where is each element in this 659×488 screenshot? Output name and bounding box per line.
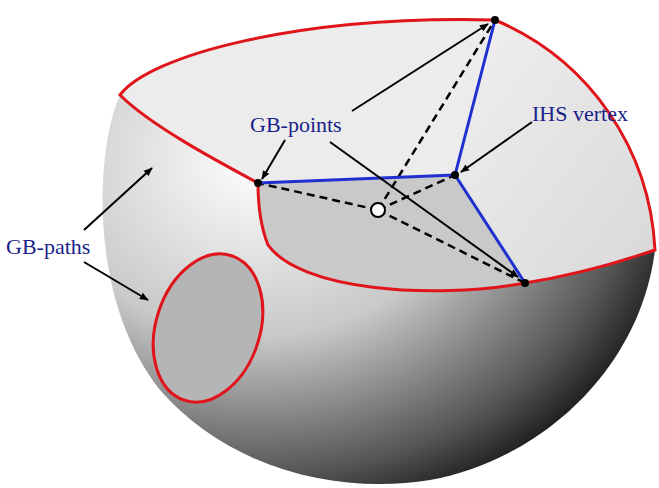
sphere-body	[103, 20, 655, 485]
grain-hole	[135, 240, 281, 417]
dashed-radii	[258, 20, 525, 283]
junction-dots	[254, 16, 529, 287]
center-point	[371, 203, 385, 217]
blue-junction-lines	[258, 20, 525, 283]
callout-label: GB-points	[250, 114, 342, 136]
gb-path-lines	[120, 20, 655, 291]
leader-arrows	[84, 24, 532, 300]
top-face	[120, 20, 495, 183]
callout-label: GB-paths	[6, 236, 90, 258]
lower-face	[258, 175, 525, 291]
callout-label: IHS vertex	[532, 103, 628, 125]
